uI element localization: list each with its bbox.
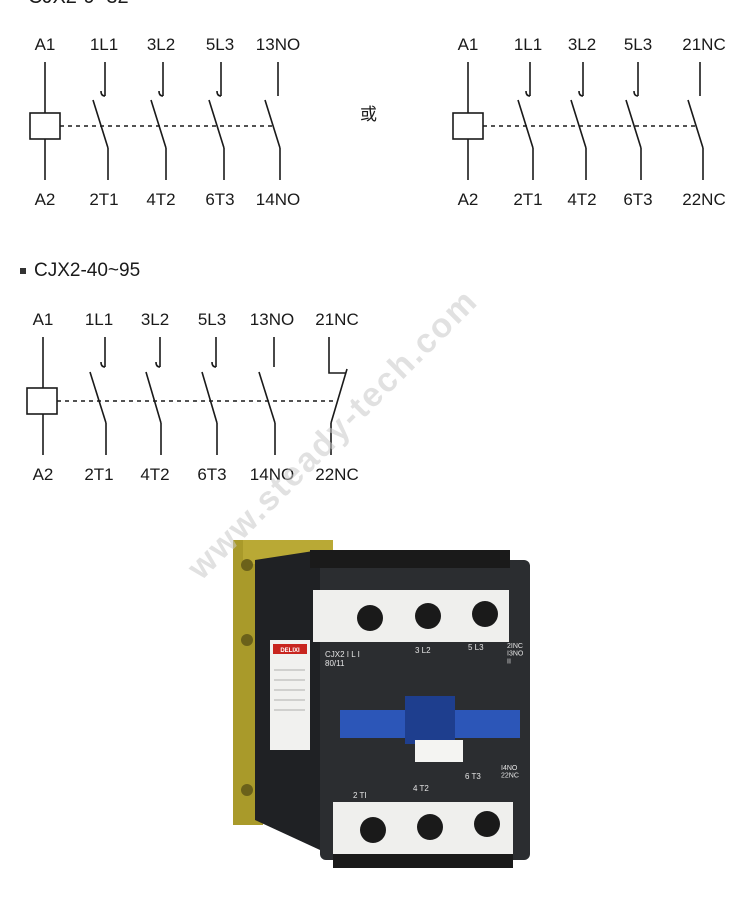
diag-a-bot-1: 2T1 — [89, 190, 118, 209]
wiring-diagram-b: A1 1L1 3L2 5L3 21NC A2 2T1 4T2 6T3 22NC — [452, 35, 726, 209]
terminal-6t3: 6 T3 — [465, 772, 481, 781]
diag-a-bot-2: 4T2 — [146, 190, 175, 209]
diag-a-bot-3: 6T3 — [205, 190, 234, 209]
diag-b-top-3: 5L3 — [624, 35, 652, 54]
diag-a-top-3: 5L3 — [206, 35, 234, 54]
section2-header: CJX2-40~95 — [20, 260, 140, 282]
terminal-2t1: 2 TI — [353, 791, 367, 800]
or-label: 或 — [360, 105, 377, 125]
diag-b-top-4: 21NC — [682, 35, 725, 54]
diag-c-top-2: 3L2 — [141, 310, 169, 329]
diag-a-bot-0: A2 — [35, 190, 56, 209]
section2-title: CJX2-40~95 — [34, 260, 141, 281]
diag-a-top-0: A1 — [35, 35, 56, 54]
brand-label: DELIXI — [280, 648, 300, 654]
diag-a-bot-4: 14NO — [256, 190, 300, 209]
diag-b-bot-3: 6T3 — [623, 190, 652, 209]
section1-title: CJX2-9~32 — [28, 0, 129, 9]
terminal-4t2: 4 T2 — [413, 784, 429, 793]
diag-c-top-5: 21NC — [315, 310, 358, 329]
diag-c-top-3: 5L3 — [198, 310, 226, 329]
diag-c-bot-2: 4T2 — [140, 465, 169, 484]
diag-b-top-1: 1L1 — [514, 35, 542, 54]
diag-c-top-1: 1L1 — [85, 310, 113, 329]
diag-c-bot-1: 2T1 — [84, 465, 113, 484]
diag-b-bot-0: A2 — [458, 190, 479, 209]
wiring-diagram-c: A1 1L1 3L2 5L3 13NO 21NC A2 2T1 4T2 6T3 … — [26, 310, 359, 484]
diag-a-top-4: 13NO — [256, 35, 300, 54]
diag-c-top-0: A1 — [33, 310, 54, 329]
diag-b-bot-2: 4T2 — [567, 190, 596, 209]
wiring-diagram-a: A1 1L1 3L2 5L3 13NO A2 2T1 4T2 6T3 14NO — [29, 35, 300, 209]
diag-c-bot-5: 22NC — [315, 465, 358, 484]
terminal-5l3: 5 L3 — [468, 643, 484, 652]
diag-b-bot-1: 2T1 — [513, 190, 542, 209]
diag-c-top-4: 13NO — [250, 310, 294, 329]
diag-b-bot-4: 22NC — [682, 190, 725, 209]
diag-c-bot-0: A2 — [33, 465, 54, 484]
diag-b-top-0: A1 — [458, 35, 479, 54]
diag-a-top-1: 1L1 — [90, 35, 118, 54]
diag-c-bot-3: 6T3 — [197, 465, 226, 484]
diag-b-top-2: 3L2 — [568, 35, 596, 54]
terminal-3l2: 3 L2 — [415, 646, 431, 655]
bullet-square-icon — [20, 267, 26, 274]
diag-a-top-2: 3L2 — [147, 35, 175, 54]
diag-c-bot-4: 14NO — [250, 465, 294, 484]
